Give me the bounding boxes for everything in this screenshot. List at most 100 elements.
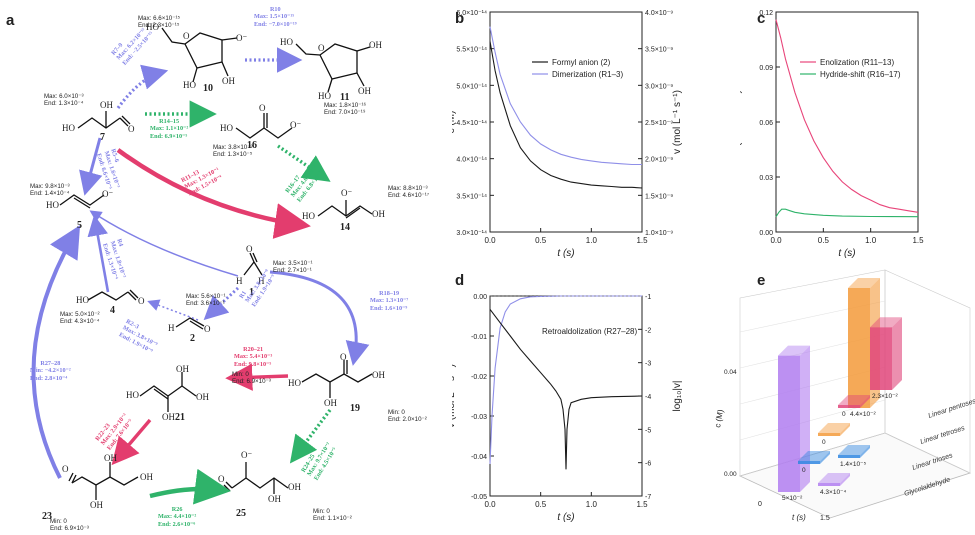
legend-label: Enolization (R11–13) xyxy=(820,58,894,67)
legend-label: Dimerization (R1–3) xyxy=(552,70,623,79)
y-right-axis-label: v (mol L⁻¹ s⁻¹) xyxy=(672,90,683,154)
bar-side-7 xyxy=(892,317,902,390)
atom-oh: OH xyxy=(100,100,113,110)
z-axis-label: c (M) xyxy=(713,409,725,429)
bar-front-1 xyxy=(818,483,840,486)
x-tick-label: 1.5 xyxy=(636,500,648,509)
compound-2-label: 2 xyxy=(190,333,195,344)
atom-oh: OH xyxy=(324,398,337,408)
chart-c: 0.00.51.01.50.000.030.060.090.12t (s)v (… xyxy=(740,10,924,259)
x-tick: 1.5 xyxy=(820,515,830,522)
atom-o: O xyxy=(246,244,253,254)
atom-ho: HO xyxy=(146,22,159,32)
atom-ho: HO xyxy=(183,80,196,90)
y-right-tick-label: -3 xyxy=(645,361,651,368)
y-tick-label: 5.0×10⁻¹⁴ xyxy=(456,83,487,90)
structure-1 xyxy=(243,252,263,276)
atom-o: O xyxy=(138,296,145,306)
atom-oh: OH xyxy=(162,412,175,422)
atom-ho: HO xyxy=(220,123,233,133)
y-right-tick-label: -1 xyxy=(645,294,651,301)
structure-23 xyxy=(68,462,139,500)
structure-10 xyxy=(161,27,238,83)
compound-11-label: 11 xyxy=(340,92,350,103)
atom-ho: HO xyxy=(318,91,331,101)
structure-7 xyxy=(77,111,131,129)
side-wall xyxy=(884,269,971,474)
arrow-r11-13 xyxy=(116,148,311,239)
bar-front-2 xyxy=(798,461,820,464)
atom-o: O xyxy=(340,352,347,362)
bar-side-2 xyxy=(820,451,830,464)
plot-frame xyxy=(489,11,643,233)
y-tick-label: 5.5×10⁻¹⁴ xyxy=(456,47,487,54)
structure-2 xyxy=(175,317,205,330)
atom-ho: HO xyxy=(76,295,89,305)
atom-oh: OH xyxy=(372,370,385,380)
bar-top-6 xyxy=(838,395,870,405)
series-line-1 xyxy=(489,26,642,166)
bar-front-4 xyxy=(818,433,840,436)
atom-oh: OH xyxy=(222,76,235,86)
series-line-0 xyxy=(775,19,919,213)
y-right-tick-label: 1.0×10⁻⁹ xyxy=(645,230,673,237)
compound-4-label: 4 xyxy=(110,305,115,316)
compound-16-label: 16 xyxy=(247,140,257,151)
atom-ho: HO xyxy=(126,390,139,400)
bar-label: 2.3×10⁻² xyxy=(872,393,898,400)
panel-c-label: c xyxy=(757,10,766,27)
atom-h: H xyxy=(236,276,243,286)
y-tick-label: 4.5×10⁻¹⁴ xyxy=(456,120,487,127)
arrow-r27-28 xyxy=(31,225,81,479)
atom-oh: OH xyxy=(196,392,209,402)
atom-o: O xyxy=(183,31,190,41)
scheme-svg xyxy=(31,27,373,505)
bar-top-2 xyxy=(798,451,830,461)
bar-label: 1.4×10⁻⁵ xyxy=(840,461,866,468)
z-tick: 0.04 xyxy=(724,369,737,376)
compound-14-label: 14 xyxy=(340,222,350,233)
y-tick-label: 3.0×10⁻¹⁴ xyxy=(456,230,487,237)
bar-side-6 xyxy=(860,395,870,408)
series-line-1 xyxy=(489,308,643,470)
bar-side-1 xyxy=(840,473,850,486)
y-tick-label: 0.09 xyxy=(759,65,773,72)
x-tick-label: 0.5 xyxy=(818,236,830,245)
bar-label: 0 xyxy=(822,439,826,446)
bar-side-3 xyxy=(860,445,870,458)
atom-oh: OH xyxy=(104,453,117,463)
y-tick-label: -0.01 xyxy=(471,334,487,341)
atom-o: O xyxy=(204,324,211,334)
atom-o-minus: O⁻ xyxy=(290,120,302,130)
atom-oh: OH xyxy=(288,482,301,492)
arrow-r24-25 xyxy=(289,408,332,464)
atom-oh: OH xyxy=(176,364,189,374)
legend-label: Formyl anion (2) xyxy=(552,58,611,67)
x-tick-label: 0.0 xyxy=(484,500,496,509)
atom-oh: OH xyxy=(90,500,103,510)
y-tick-label: 6.0×10⁻¹⁴ xyxy=(456,10,487,17)
atom-oh: OH xyxy=(372,209,385,219)
y-right-tick-label: 3.0×10⁻⁹ xyxy=(645,83,673,90)
bar-front-3 xyxy=(838,455,860,458)
bar-top-7 xyxy=(870,317,902,328)
y-tick-label: 0.03 xyxy=(759,175,773,182)
bar-label: 5×10⁻² xyxy=(782,495,803,502)
atom-oh: OH xyxy=(358,86,371,96)
structure-25 xyxy=(223,462,289,494)
y-tick-label: -0.04 xyxy=(471,454,487,461)
